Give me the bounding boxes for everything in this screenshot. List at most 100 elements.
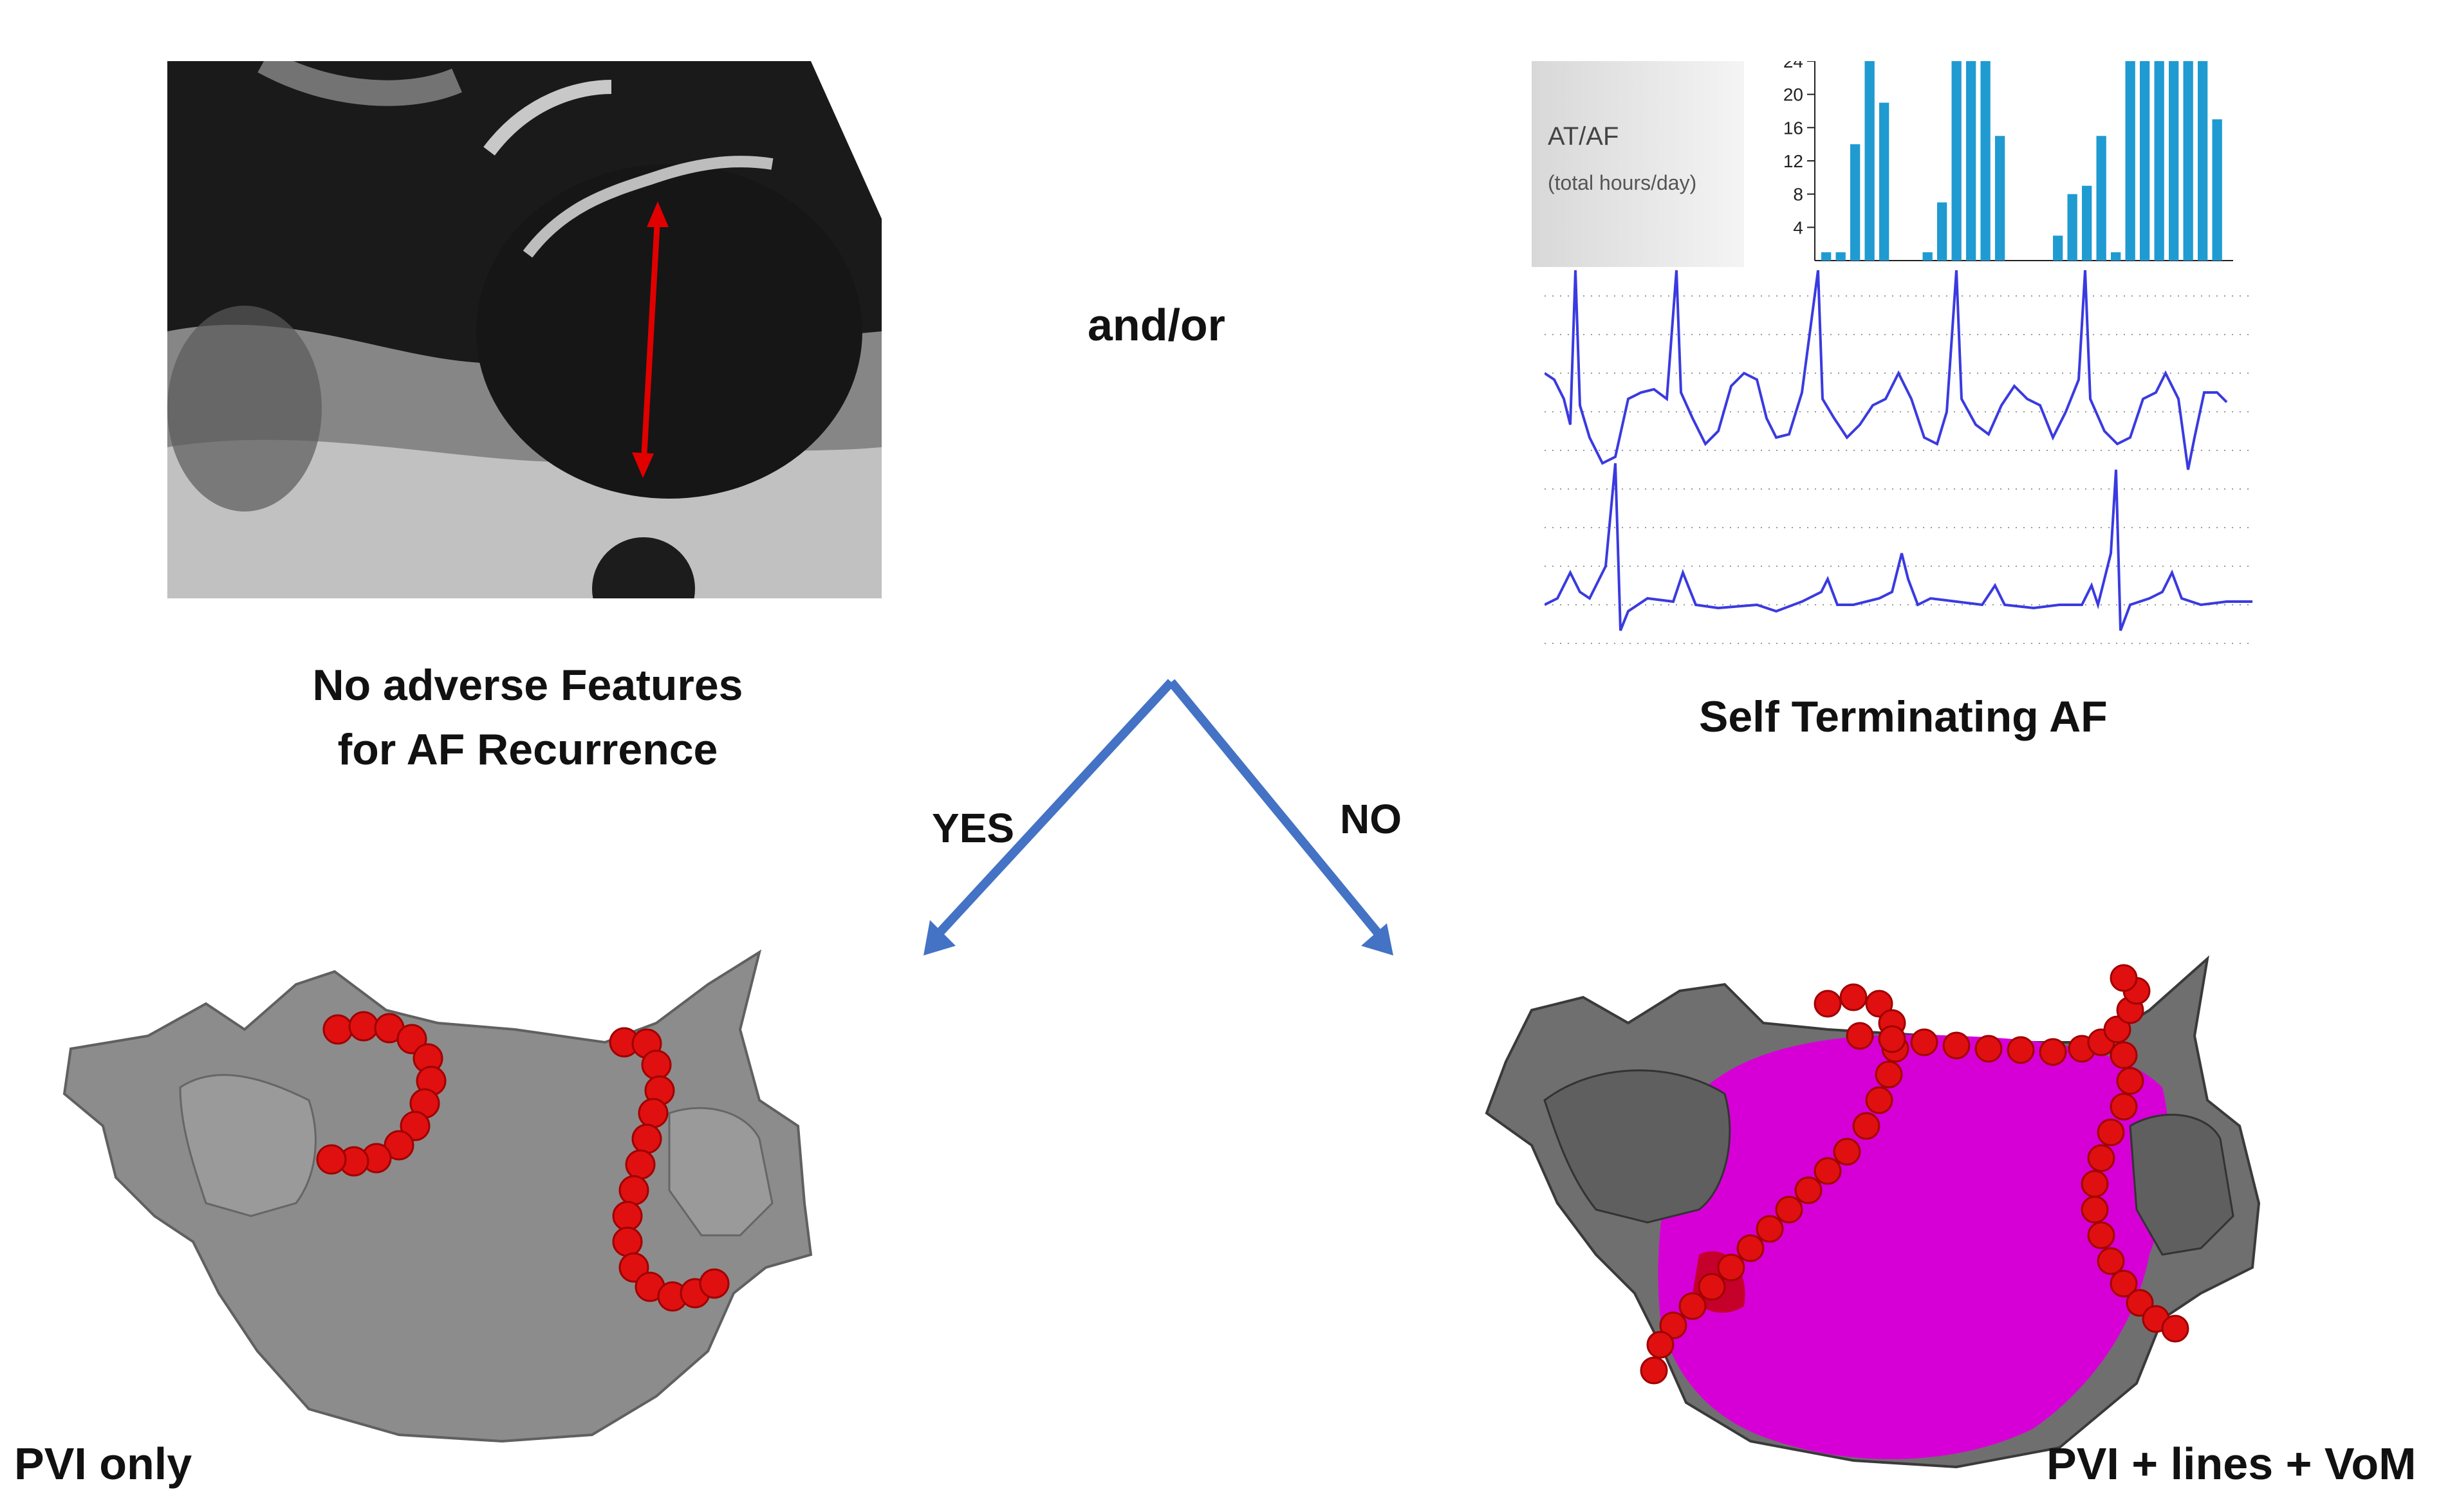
chart-bar <box>2183 61 2193 261</box>
ablation-point <box>384 1130 414 1161</box>
ablation-point <box>1678 1292 1707 1320</box>
ablation-point <box>2097 1118 2125 1147</box>
ablation-point <box>2081 1170 2109 1198</box>
ablation-point <box>1659 1311 1687 1340</box>
y-tick-label: 20 <box>1783 85 1803 105</box>
ablation-point <box>400 1111 431 1141</box>
ablation-point <box>1698 1273 1726 1301</box>
chart-bar <box>1995 136 2005 261</box>
ablation-point <box>1717 1253 1745 1282</box>
chart-bar <box>1980 61 1991 261</box>
ablation-point <box>1646 1331 1675 1359</box>
chart-subtitle: (total hours/day) <box>1548 171 1696 194</box>
ablation-point <box>1942 1031 1971 1060</box>
atrium-body <box>62 949 813 1443</box>
ecg-trace-top <box>1545 270 2228 470</box>
right-pulmonary-vein <box>668 1107 774 1237</box>
y-tick-label: 8 <box>1793 185 1803 205</box>
y-tick-label: 4 <box>1793 217 1803 237</box>
ablation-point <box>2007 1036 2035 1064</box>
left-caption-line1: No adverse Features <box>312 661 743 710</box>
ablation-point <box>2097 1247 2125 1275</box>
ablation-point <box>2039 1038 2067 1066</box>
ablation-point <box>2116 1067 2144 1095</box>
ablation-point <box>322 1014 353 1045</box>
ablation-point <box>1775 1195 1803 1224</box>
ablation-point <box>1640 1356 1668 1385</box>
chart-bar <box>2140 61 2150 261</box>
ablation-point <box>2110 1093 2138 1121</box>
chart-bar <box>2082 185 2092 261</box>
chart-bar <box>1821 252 1832 261</box>
ablation-point <box>1736 1234 1765 1262</box>
magenta-low-voltage-area <box>1658 1035 2169 1459</box>
ablation-point <box>348 1011 379 1042</box>
chart-bar <box>2169 61 2179 261</box>
chart-title: AT/AF <box>1548 122 1619 151</box>
outcome-right-label: PVI + lines + VoM <box>2047 1439 2417 1489</box>
chart-bar <box>1922 252 1933 261</box>
yes-arrow-line <box>933 679 1175 939</box>
chart-bar <box>1864 61 1875 261</box>
chart-bar <box>1850 144 1861 261</box>
chart-bar <box>2125 61 2135 261</box>
chart-bar <box>2111 252 2121 261</box>
ablation-point <box>2081 1195 2109 1224</box>
chart-bar <box>2067 194 2077 261</box>
ablation-point <box>2161 1314 2189 1343</box>
echocardiogram-image <box>167 61 882 598</box>
ablation-point <box>1833 1138 1861 1166</box>
ablation-point <box>316 1144 347 1175</box>
chart-bar <box>2096 136 2106 261</box>
ablation-point <box>2110 1269 2138 1298</box>
chart-bar <box>2198 61 2208 261</box>
chart-label-panel <box>1532 61 1744 267</box>
right-caption: Self Terminating AF <box>1699 692 2108 741</box>
ablation-point <box>1865 990 1893 1018</box>
y-tick-label: 24 <box>1783 61 1803 71</box>
left-pulmonary-vein <box>1543 1069 1731 1224</box>
ablation-point <box>618 1175 649 1206</box>
outcome-left-label: PVI only <box>14 1439 192 1489</box>
left-caption-line2: for AF Recurrence <box>337 725 718 774</box>
left-caption: No adverse Features for AF Recurrence <box>257 653 798 782</box>
ablation-point <box>612 1201 643 1231</box>
right-pulmonary-vein <box>2129 1114 2234 1256</box>
ablation-point <box>1852 1112 1880 1140</box>
decision-arrows <box>923 679 1393 955</box>
chart-bar <box>1951 61 1962 261</box>
ablation-point <box>396 1024 427 1055</box>
y-tick-label: 12 <box>1783 151 1803 171</box>
ablation-point <box>1875 1060 1903 1089</box>
ablation-point <box>2087 1144 2115 1172</box>
chart-bar <box>2154 61 2164 261</box>
ablation-point <box>1910 1028 1938 1056</box>
no-arrowhead <box>1361 923 1393 955</box>
ablation-point <box>2110 964 2138 992</box>
ablation-point <box>2103 1015 2131 1044</box>
no-arrow-line <box>1167 679 1384 939</box>
ablation-point <box>1839 983 1868 1011</box>
yes-label: YES <box>932 805 1015 851</box>
ablation-point <box>699 1268 730 1299</box>
chart-bar <box>2053 235 2063 261</box>
ablation-point <box>1974 1035 2003 1063</box>
ablation-point <box>1865 1086 1893 1114</box>
ecg-trace-bottom <box>1545 463 2252 631</box>
chart-bar <box>1835 252 1846 261</box>
chart-bar <box>1879 102 1889 261</box>
ablation-point <box>1878 1025 1906 1053</box>
ecg-tracing <box>1545 270 2252 644</box>
ablation-point <box>1814 990 1842 1018</box>
ablation-point <box>1814 1157 1842 1185</box>
ablation-point <box>2087 1221 2115 1249</box>
yes-arrowhead <box>923 920 956 955</box>
ablation-point <box>638 1098 669 1129</box>
ablation-point <box>1846 1022 1874 1050</box>
no-label: NO <box>1340 796 1402 842</box>
ablation-point <box>1794 1176 1823 1204</box>
ablation-point <box>631 1123 662 1154</box>
chart-bar <box>2212 119 2222 261</box>
left-atrium-map-pvi <box>62 949 813 1443</box>
